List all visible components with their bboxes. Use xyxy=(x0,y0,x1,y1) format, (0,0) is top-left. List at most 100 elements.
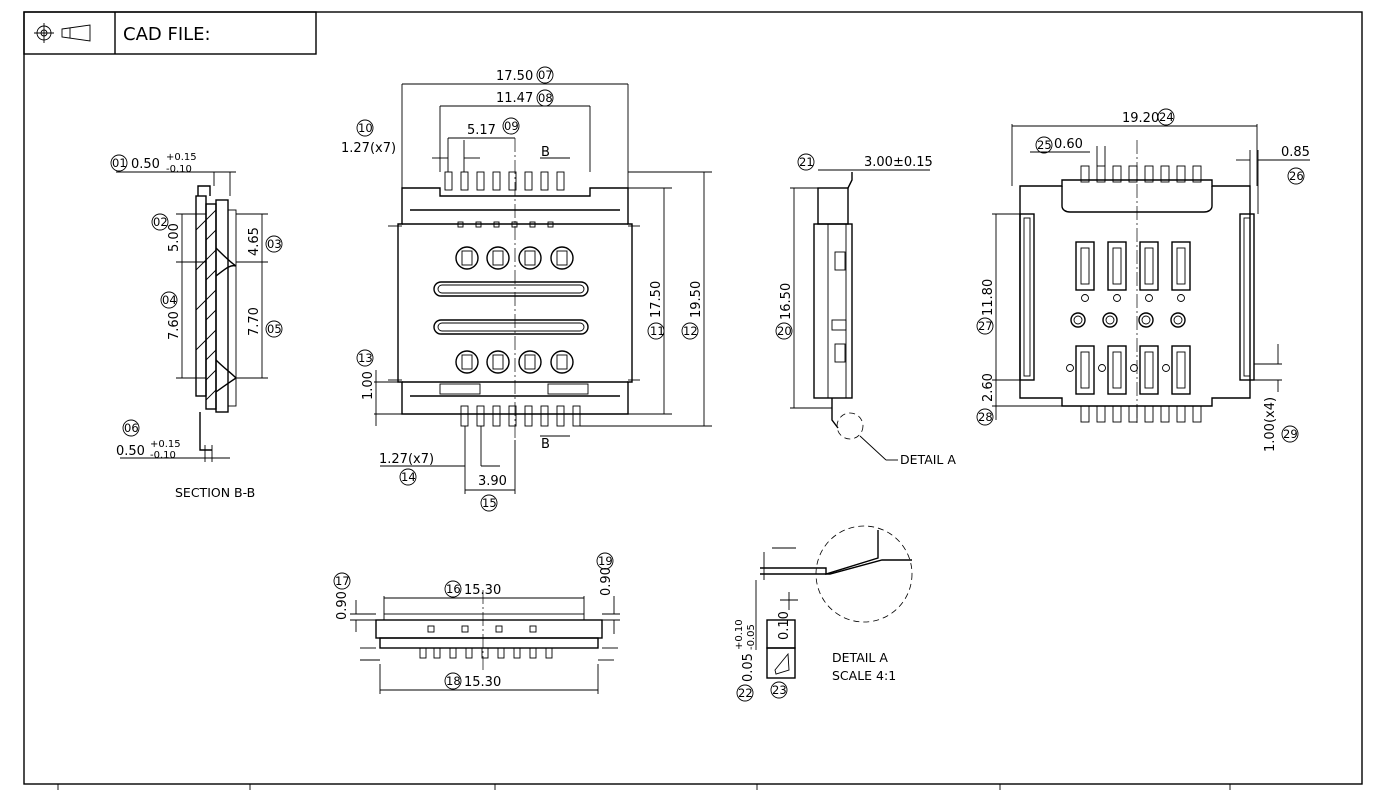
dim-29-value: 1.00(x4) xyxy=(1263,397,1278,452)
balloon-18: 18 xyxy=(444,672,462,690)
dim-17-value: 0.90 xyxy=(335,591,350,620)
svg-text:04: 04 xyxy=(162,293,177,307)
dim-02-value: 5.00 xyxy=(167,223,182,252)
svg-text:01: 01 xyxy=(112,156,127,170)
dim-13-value: 1.00 xyxy=(361,371,376,400)
dim-23-value: 0.10 xyxy=(777,611,792,640)
balloon-05: 05 xyxy=(265,320,283,338)
cad-file-label: CAD FILE: xyxy=(123,24,211,45)
svg-text:09: 09 xyxy=(504,119,519,133)
svg-text:11: 11 xyxy=(650,324,665,338)
dim-26-value: 0.85 xyxy=(1281,145,1310,160)
side-view xyxy=(790,169,930,461)
svg-text:17: 17 xyxy=(335,574,350,588)
svg-text:16: 16 xyxy=(446,582,461,596)
svg-text:23: 23 xyxy=(772,683,787,697)
balloon-12: 12 xyxy=(681,322,699,340)
svg-text:15: 15 xyxy=(482,496,497,510)
dim-15-value: 3.90 xyxy=(478,474,507,489)
dim-10-value: 1.27(x7) xyxy=(341,141,396,156)
detail-a-view xyxy=(755,525,913,679)
balloon-15: 15 xyxy=(480,494,498,512)
dim-25-value: 0.60 xyxy=(1054,137,1083,152)
front-view xyxy=(350,590,620,694)
balloon-09: 09 xyxy=(502,117,520,135)
balloon-01: 01 xyxy=(110,154,128,172)
svg-text:14: 14 xyxy=(401,470,416,484)
balloon-21: 21 xyxy=(797,153,815,171)
svg-text:12: 12 xyxy=(683,324,698,338)
balloon-27: 27 xyxy=(976,317,994,335)
dim-27-value: 11.80 xyxy=(981,279,996,316)
detail-a-callout: DETAIL A xyxy=(900,452,956,467)
balloon-29: 29 xyxy=(1281,425,1299,443)
balloon-11: 11 xyxy=(647,322,665,340)
title-block: CAD FILE: xyxy=(23,11,317,55)
svg-text:22: 22 xyxy=(738,686,753,700)
balloon-07: 07 xyxy=(536,66,554,84)
top-view xyxy=(374,83,712,494)
svg-text:10: 10 xyxy=(358,121,373,135)
dim-04-value: 7.60 xyxy=(167,311,182,340)
dim-22-tol-plus: +0.10 xyxy=(734,619,745,650)
balloon-17: 17 xyxy=(333,572,351,590)
border-zone-ticks xyxy=(57,784,1231,790)
section-marker-top: B xyxy=(541,145,550,160)
balloon-13: 13 xyxy=(356,349,374,367)
balloon-16: 16 xyxy=(444,580,462,598)
svg-text:21: 21 xyxy=(799,155,814,169)
balloon-14: 14 xyxy=(399,468,417,486)
section-marker-bottom: B xyxy=(541,437,550,452)
detail-a-scale: SCALE 4:1 xyxy=(832,668,896,683)
dim-06-tol-plus: +0.15 xyxy=(150,439,181,450)
balloon-25: 25 xyxy=(1035,136,1053,154)
section-b-b-caption: SECTION B-B xyxy=(175,485,255,500)
dim-22-tol-minus: -0.05 xyxy=(746,624,757,650)
balloon-24: 24 xyxy=(1157,108,1175,126)
balloon-20: 20 xyxy=(775,322,793,340)
dim-06-tol-minus: -0.10 xyxy=(150,450,176,461)
svg-text:19: 19 xyxy=(598,554,613,568)
balloon-04: 04 xyxy=(160,291,178,309)
svg-text:25: 25 xyxy=(1037,138,1052,152)
svg-text:13: 13 xyxy=(358,351,373,365)
svg-text:20: 20 xyxy=(777,324,792,338)
sheet-border xyxy=(23,11,1363,785)
svg-text:02: 02 xyxy=(153,215,168,229)
dim-18-value: 15.30 xyxy=(464,675,501,690)
dim-20-value: 16.50 xyxy=(779,283,794,320)
dim-05-value: 7.70 xyxy=(247,307,262,336)
dim-01-tol-plus: +0.15 xyxy=(166,152,197,163)
balloon-22: 22 xyxy=(736,684,754,702)
dim-06-value: 0.50 xyxy=(116,444,145,459)
balloon-23: 23 xyxy=(770,681,788,699)
balloon-19: 19 xyxy=(596,552,614,570)
dim-09-value: 5.17 xyxy=(467,123,496,138)
svg-text:05: 05 xyxy=(267,322,282,336)
dim-07-value: 17.50 xyxy=(496,69,533,84)
svg-text:07: 07 xyxy=(538,68,553,82)
dim-14-value: 1.27(x7) xyxy=(379,452,434,467)
balloon-28: 28 xyxy=(976,408,994,426)
dim-01-tol-minus: -0.10 xyxy=(166,164,192,175)
dim-03-value: 4.65 xyxy=(247,227,262,256)
first-angle-projection-icon xyxy=(34,23,91,43)
svg-text:26: 26 xyxy=(1289,169,1304,183)
balloon-26: 26 xyxy=(1287,167,1305,185)
dim-28-value: 2.60 xyxy=(981,373,996,402)
dim-08-value: 11.47 xyxy=(496,91,533,106)
dim-22-value: 0.05 xyxy=(741,653,756,682)
svg-text:03: 03 xyxy=(267,237,282,251)
balloon-10: 10 xyxy=(356,119,374,137)
svg-text:06: 06 xyxy=(124,421,139,435)
bottom-view xyxy=(992,124,1310,426)
svg-text:18: 18 xyxy=(446,674,461,688)
dim-19-value: 0.90 xyxy=(599,567,614,596)
section-b-b-view xyxy=(116,171,268,462)
balloon-03: 03 xyxy=(265,235,283,253)
dim-21-value: 3.00±0.15 xyxy=(864,155,933,170)
balloon-08: 08 xyxy=(536,89,554,107)
dim-12-value: 19.50 xyxy=(689,281,704,318)
dim-24-value: 19.20 xyxy=(1122,111,1159,126)
